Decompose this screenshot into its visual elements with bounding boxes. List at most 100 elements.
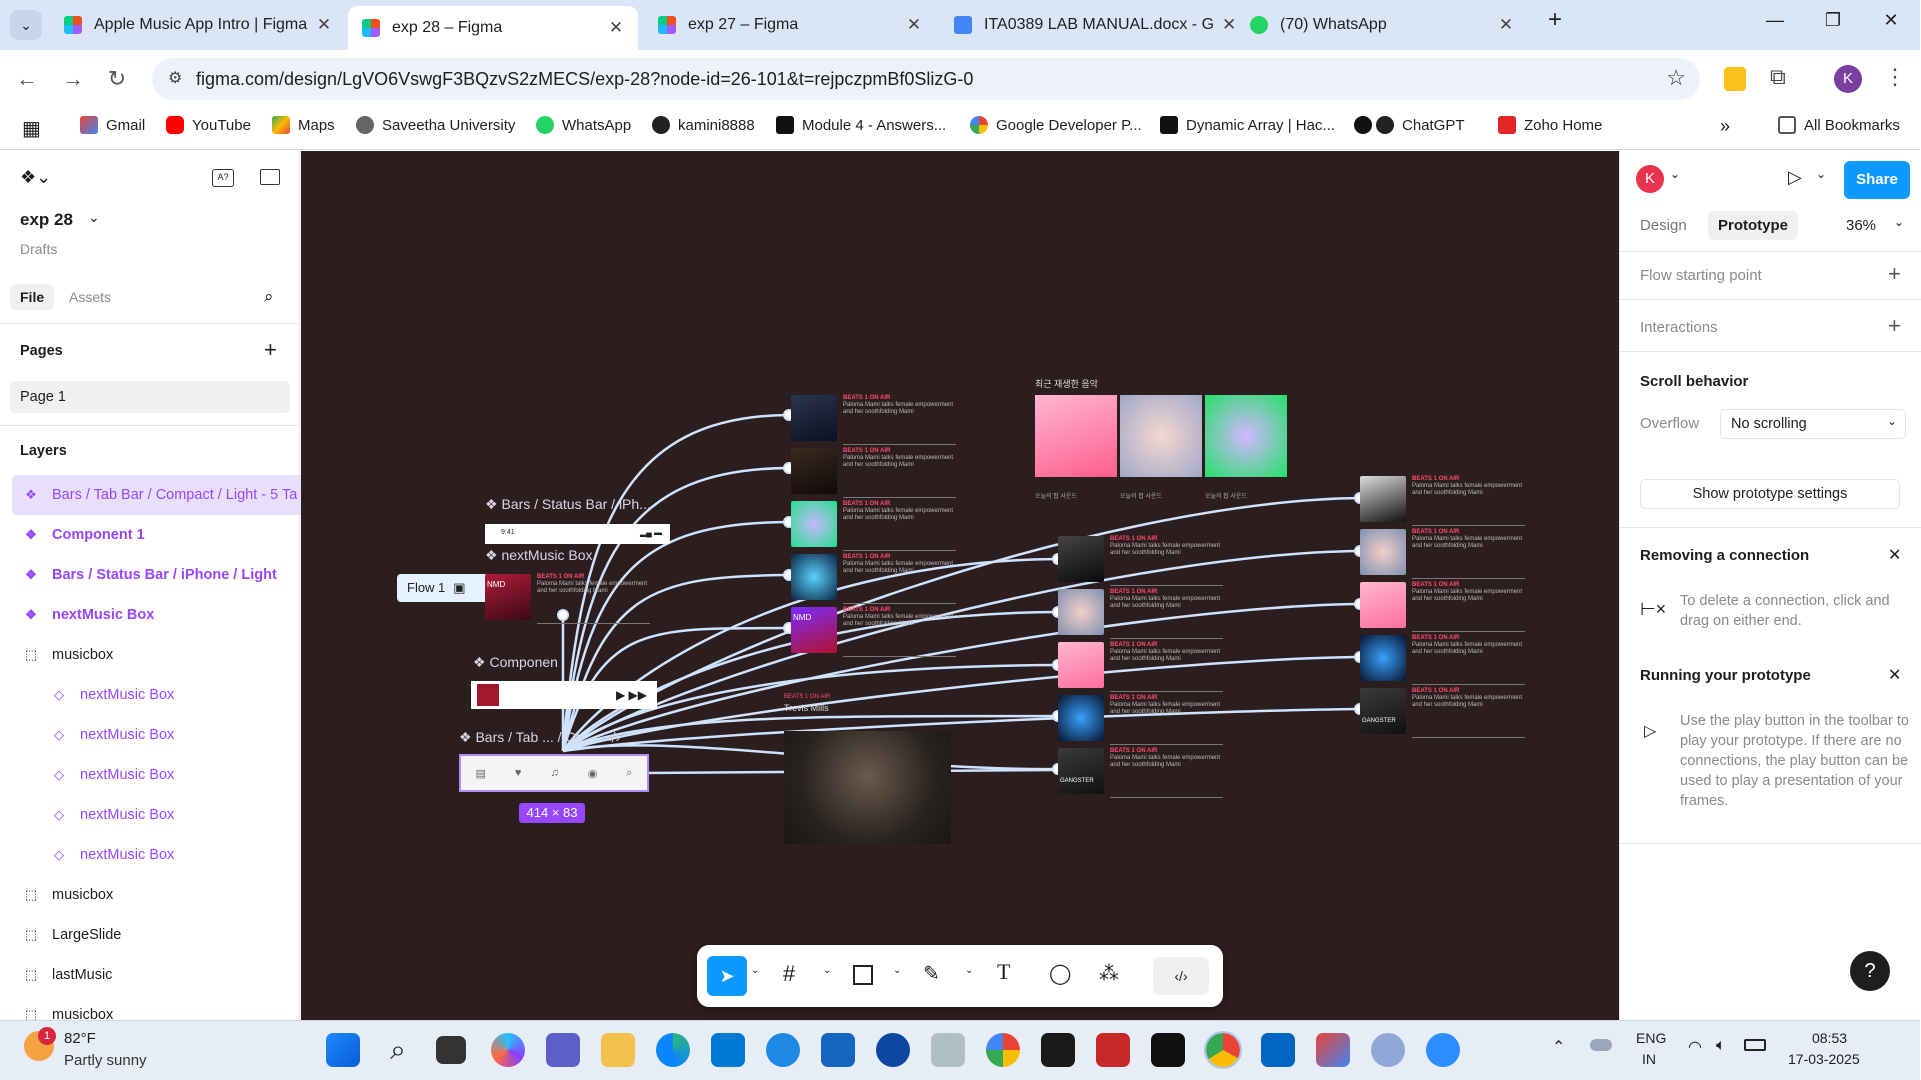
help-button[interactable]: ?	[1850, 951, 1890, 991]
wifi-icon[interactable]: ◠	[1688, 1039, 1702, 1056]
file-explorer-icon[interactable]	[601, 1033, 635, 1067]
bookmark-maps[interactable]: Maps	[272, 116, 335, 134]
recent-art[interactable]	[1120, 395, 1202, 477]
url-text[interactable]: figma.com/design/LgVO6VswgF3BQzvS2zMECS/…	[196, 69, 974, 89]
cloud-icon[interactable]	[1590, 1039, 1612, 1051]
layer-instance[interactable]: ◇nextMusic Box	[0, 835, 300, 875]
tab-bar-label[interactable]: ❖ Bars / Tab ... / Co... ‹/›	[459, 729, 621, 745]
tab-design[interactable]: Design	[1640, 217, 1687, 234]
r-app-icon[interactable]	[1371, 1033, 1405, 1067]
search-icon[interactable]: ⌕	[264, 287, 274, 306]
move-tool-button[interactable]: ➤	[707, 956, 747, 996]
layer-musicbox[interactable]: ⬚musicbox	[0, 635, 300, 675]
add-page-icon[interactable]: +	[264, 337, 277, 362]
store-icon[interactable]	[1261, 1033, 1295, 1067]
layer-lastmusic[interactable]: ⬚lastMusic	[0, 955, 300, 995]
frame-tool-icon[interactable]: #	[783, 961, 796, 986]
status-bar-frame[interactable]: 9:41▂▄ ▬	[485, 524, 670, 544]
layer-largeslide[interactable]: ⬚LargeSlide	[0, 915, 300, 955]
tab-bar-frame-selected[interactable]: ▤♥♫◉⌕	[459, 754, 649, 792]
layer-instance[interactable]: ◇nextMusic Box	[0, 715, 300, 755]
tab-prototype[interactable]: Prototype	[1708, 211, 1799, 240]
gmail-icon[interactable]	[1316, 1033, 1350, 1067]
rectangle-tool-icon[interactable]	[853, 965, 873, 985]
search-icon[interactable]: ⌕	[390, 1034, 406, 1065]
nextmusic-box-label[interactable]: ❖ nextMusic Box	[485, 547, 593, 563]
sidebar-toggle-icon[interactable]	[260, 169, 280, 185]
layer-instance[interactable]: ◇nextMusic Box	[0, 675, 300, 715]
myhp-icon[interactable]	[711, 1033, 745, 1067]
layer-musicbox[interactable]: ⬚musicbox	[0, 875, 300, 915]
chevron-down-icon[interactable]: ⌄	[751, 965, 760, 976]
bookmark-hackerrank[interactable]: Dynamic Array | Hac...	[1160, 116, 1335, 134]
language[interactable]: ENG	[1636, 1030, 1667, 1046]
help-app-icon[interactable]	[766, 1033, 800, 1067]
layer-nextmusic-box[interactable]: ❖nextMusic Box	[0, 595, 300, 635]
more-bookmarks-icon[interactable]: »	[1720, 116, 1731, 136]
layer-instance[interactable]: ◇nextMusic Box	[0, 795, 300, 835]
chevron-down-icon[interactable]: ⌄	[893, 965, 902, 976]
bookmark-google-dev[interactable]: Google Developer P...	[970, 116, 1142, 134]
tab-whatsapp[interactable]: (70) WhatsApp ✕	[1236, 6, 1528, 44]
clock-date[interactable]: 17-03-2025	[1788, 1051, 1860, 1067]
extensions-puzzle-icon[interactable]: ⧉	[1770, 64, 1786, 89]
teams-icon[interactable]	[546, 1033, 580, 1067]
bookmark-github[interactable]: kamini8888	[652, 116, 755, 134]
tab-exp-28[interactable]: exp 28 – Figma ✕	[348, 6, 638, 50]
google-icon[interactable]	[986, 1033, 1020, 1067]
battery-icon[interactable]	[1744, 1039, 1766, 1051]
mcafee-icon[interactable]	[1096, 1033, 1130, 1067]
tab-file[interactable]: File	[10, 284, 55, 310]
reload-icon[interactable]: ↻	[107, 66, 127, 91]
region[interactable]: IN	[1642, 1051, 1656, 1067]
app-icon[interactable]	[876, 1033, 910, 1067]
close-icon[interactable]: ✕	[1888, 667, 1902, 684]
chrome-icon[interactable]	[1204, 1031, 1242, 1069]
bookmark-gmail[interactable]: Gmail	[80, 116, 145, 134]
start-icon[interactable]	[326, 1033, 360, 1067]
omnibox[interactable]: ⚙ figma.com/design/LgVO6VswgF3BQzvS2zMEC…	[152, 58, 1700, 100]
layer-musicbox[interactable]: ⬚musicbox	[0, 995, 300, 1035]
mini-player-frame[interactable]: ▶ ▶▶	[471, 681, 657, 709]
close-icon[interactable]: ✕	[1888, 547, 1902, 564]
page-item[interactable]: Page 1	[10, 381, 290, 413]
new-tab-button[interactable]: +	[1547, 6, 1562, 33]
bookmark-chatgpt[interactable]: ChatGPT	[1354, 116, 1465, 134]
add-flow-icon[interactable]: +	[1888, 261, 1901, 286]
extension-icon[interactable]	[1724, 67, 1746, 91]
layer-component-1[interactable]: ❖Component 1	[0, 515, 300, 555]
clock-time[interactable]: 08:53	[1812, 1030, 1848, 1046]
figma-menu-icon[interactable]: ❖⌄	[20, 167, 52, 187]
dev-mode-icon[interactable]: ‹/›	[1153, 957, 1209, 995]
terminal-icon[interactable]	[1151, 1033, 1185, 1067]
site-info-icon[interactable]: ⚙	[168, 70, 183, 87]
copilot-icon[interactable]	[491, 1033, 525, 1067]
minimize-button[interactable]: —	[1766, 10, 1784, 30]
bookmark-youtube[interactable]: YouTube	[166, 116, 251, 134]
design-canvas[interactable]: ❖ Bars / Status Bar / iPh... 9:41▂▄ ▬ ❖ …	[301, 151, 1619, 1020]
tab-lab-manual[interactable]: ITA0389 LAB MANUAL.docx - G ✕	[940, 6, 1236, 44]
close-icon[interactable]: ✕	[608, 18, 624, 37]
tab-apple-music[interactable]: Apple Music App Intro | Figma ✕	[50, 6, 346, 44]
close-icon[interactable]: ✕	[316, 15, 332, 34]
task-view-icon[interactable]	[436, 1036, 466, 1064]
mysql-icon[interactable]	[1041, 1033, 1075, 1067]
chevron-down-icon[interactable]: ⌄	[88, 209, 100, 225]
chevron-down-icon[interactable]: ⌄	[1670, 167, 1681, 181]
show-prototype-settings-button[interactable]: Show prototype settings	[1640, 479, 1900, 509]
comment-tool-icon[interactable]: ◯	[1049, 963, 1072, 985]
all-bookmarks[interactable]: All Bookmarks	[1778, 116, 1900, 134]
files-icon[interactable]	[931, 1033, 965, 1067]
pen-tool-icon[interactable]: ✎	[923, 963, 940, 985]
